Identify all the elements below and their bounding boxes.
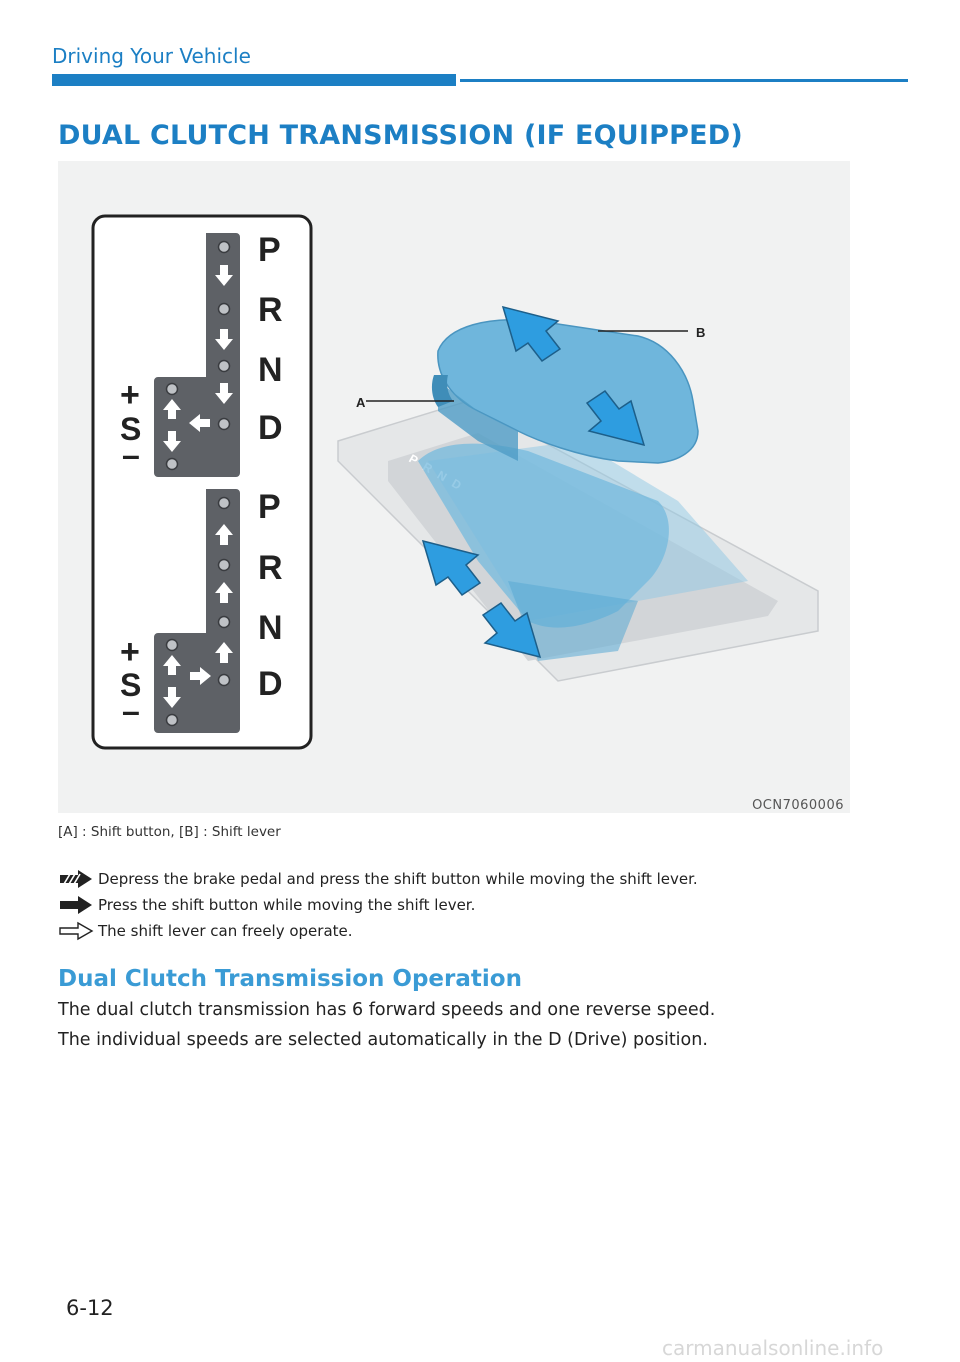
page-number: 6-12 — [66, 1296, 114, 1320]
section-title: DUAL CLUTCH TRANSMISSION (IF EQUIPPED) — [58, 120, 743, 151]
callout-b: B — [696, 325, 705, 340]
plus-sign: + — [120, 633, 140, 671]
shift-pattern-frame — [91, 214, 313, 750]
subsection-title: Dual Clutch Transmission Operation — [58, 966, 522, 992]
gate-letter-r: R — [258, 291, 283, 329]
right-arrow-icon — [190, 667, 211, 685]
solid-arrow-icon — [481, 601, 542, 659]
up-arrow-icon — [163, 655, 181, 675]
legend-item-outline: The shift lever can freely operate. — [58, 919, 353, 943]
body-paragraph: The dual clutch transmission has 6 forwa… — [58, 1000, 716, 1020]
solid-arrow-icon — [421, 539, 482, 597]
gate-letter-n: N — [258, 609, 283, 647]
gate-letter-r: R — [258, 549, 283, 587]
minus-sign: – — [122, 437, 140, 473]
up-arrow-icon — [215, 642, 233, 663]
left-arrow-icon — [189, 414, 210, 432]
figure-code: OCN7060006 — [752, 798, 844, 813]
mode-letter-s: S — [120, 411, 141, 447]
gate-letter-d: D — [258, 409, 283, 447]
shift-button — [431, 375, 453, 407]
solid-arrow-icon — [60, 896, 92, 914]
legend-item-solid: Press the shift button while moving the … — [58, 893, 475, 917]
gate-letter-d: D — [258, 665, 283, 703]
legend-text: Depress the brake pedal and press the sh… — [98, 870, 698, 888]
down-arrow-icon — [163, 687, 181, 708]
hatched-arrow-icon — [585, 389, 646, 447]
legend-text: Press the shift button while moving the … — [98, 896, 476, 914]
hatched-arrow-icon — [501, 305, 562, 363]
minus-sign: – — [122, 693, 140, 729]
gate-letter-n: N — [258, 351, 283, 389]
gate-letter-p: P — [258, 488, 281, 526]
hatched-arrow-icon — [60, 870, 92, 888]
legend-text: The shift lever can freely operate. — [98, 922, 353, 940]
figure-caption: [A] : Shift button, [B] : Shift lever — [58, 824, 281, 840]
header-rule-thin — [460, 79, 908, 82]
plus-sign: + — [120, 376, 140, 414]
body-paragraph: The individual speeds are selected autom… — [58, 1030, 708, 1050]
watermark: carmanualsonline.info — [662, 1336, 884, 1360]
callout-a: A — [356, 395, 366, 410]
mode-letter-s: S — [120, 667, 141, 703]
up-arrow-icon — [163, 399, 181, 419]
down-arrow-icon — [215, 329, 233, 350]
hatched-down-arrow-icon — [215, 265, 233, 286]
outline-arrow-icon — [59, 921, 94, 941]
down-arrow-icon — [163, 431, 181, 452]
legend-item-hatched: Depress the brake pedal and press the sh… — [58, 867, 698, 891]
down-arrow-icon — [215, 383, 233, 404]
up-arrow-icon — [215, 582, 233, 603]
up-arrow-icon — [215, 524, 233, 545]
lever-lower-ghost — [418, 443, 669, 628]
gate-letter-p: P — [258, 231, 281, 269]
running-header: Driving Your Vehicle — [52, 44, 251, 68]
header-rule-thick — [52, 74, 456, 86]
